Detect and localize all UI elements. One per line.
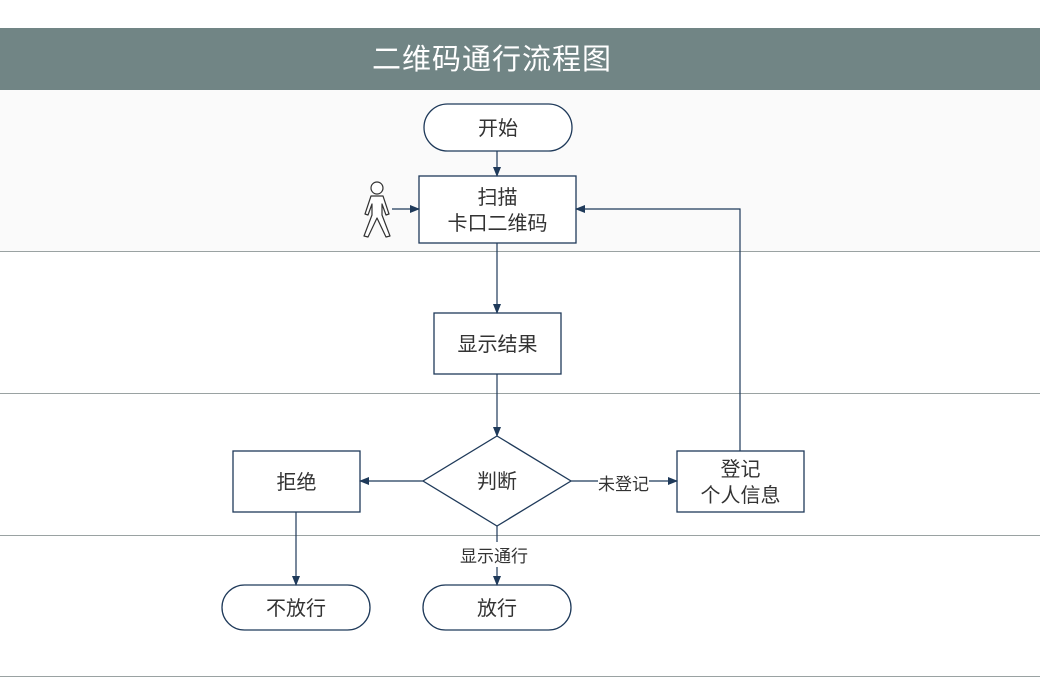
edge-register-scan bbox=[575, 205, 741, 451]
start-label: 开始 bbox=[478, 115, 518, 140]
not-pass-label: 不放行 bbox=[266, 595, 326, 620]
lane-divider bbox=[0, 676, 1040, 677]
start-node[interactable] bbox=[423, 103, 573, 152]
lane-divider bbox=[0, 393, 1040, 394]
show-result-label: 显示结果 bbox=[457, 331, 538, 356]
scan-label: 扫描 卡口二维码 bbox=[447, 184, 548, 235]
edge-label-unregistered: 未登记 bbox=[598, 470, 649, 495]
title-bar bbox=[0, 28, 1040, 90]
judge-label: 判断 bbox=[477, 469, 517, 493]
diagram-title: 二维码通行流程图 bbox=[371, 42, 612, 76]
register-label: 登记 个人信息 bbox=[700, 456, 781, 507]
register-node[interactable] bbox=[676, 450, 805, 513]
lane-divider bbox=[0, 251, 1040, 252]
reject-label: 拒绝 bbox=[276, 469, 317, 494]
pass-label: 放行 bbox=[477, 595, 517, 620]
edge-label-show-pass: 显示通行 bbox=[460, 542, 528, 567]
person-icon bbox=[363, 181, 391, 238]
lane-divider bbox=[0, 535, 1040, 536]
